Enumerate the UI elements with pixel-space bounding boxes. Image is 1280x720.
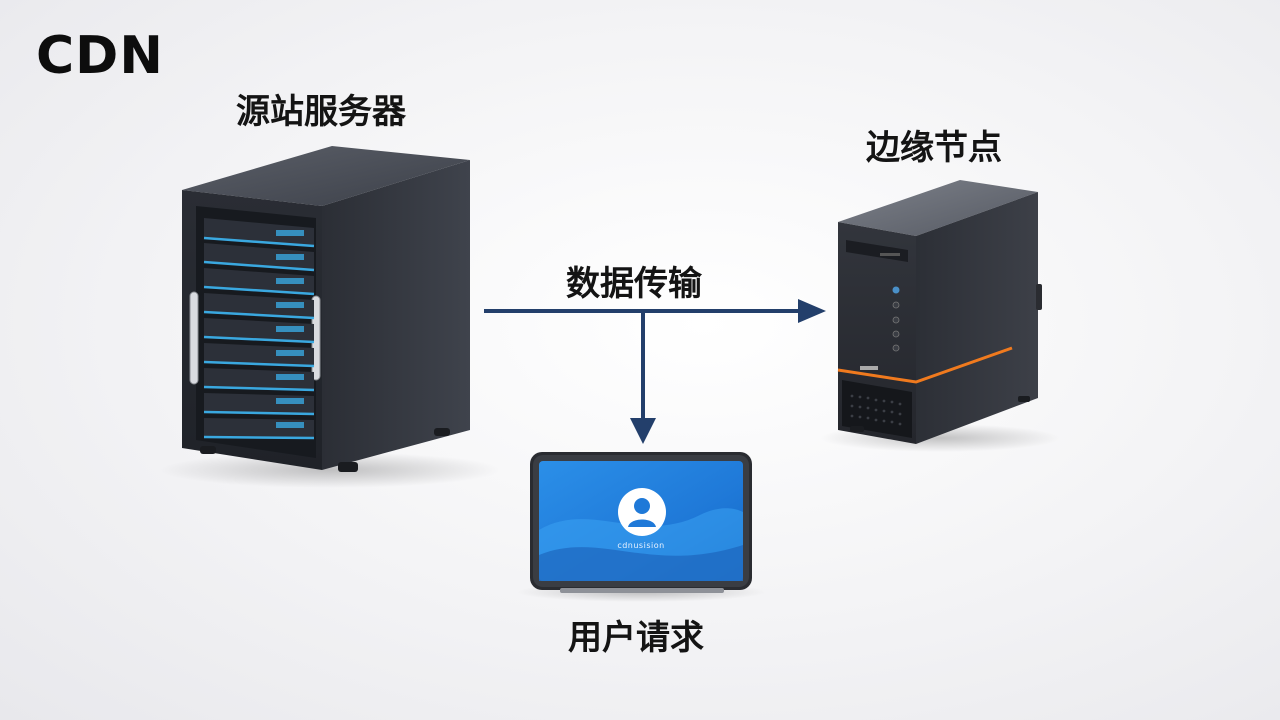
page-title: CDN [36,26,164,86]
data-transfer-label: 数据传输 [566,264,702,304]
user-avatar-icon [618,488,666,536]
edge-node-label: 边缘节点 [866,128,1002,168]
tablet-screen-caption: cdnusision [617,541,665,550]
user-request-label: 用户请求 [568,618,704,658]
rack-units [203,218,315,440]
arrow-to-user [630,311,656,444]
origin-server-label: 源站服务器 [236,92,406,132]
